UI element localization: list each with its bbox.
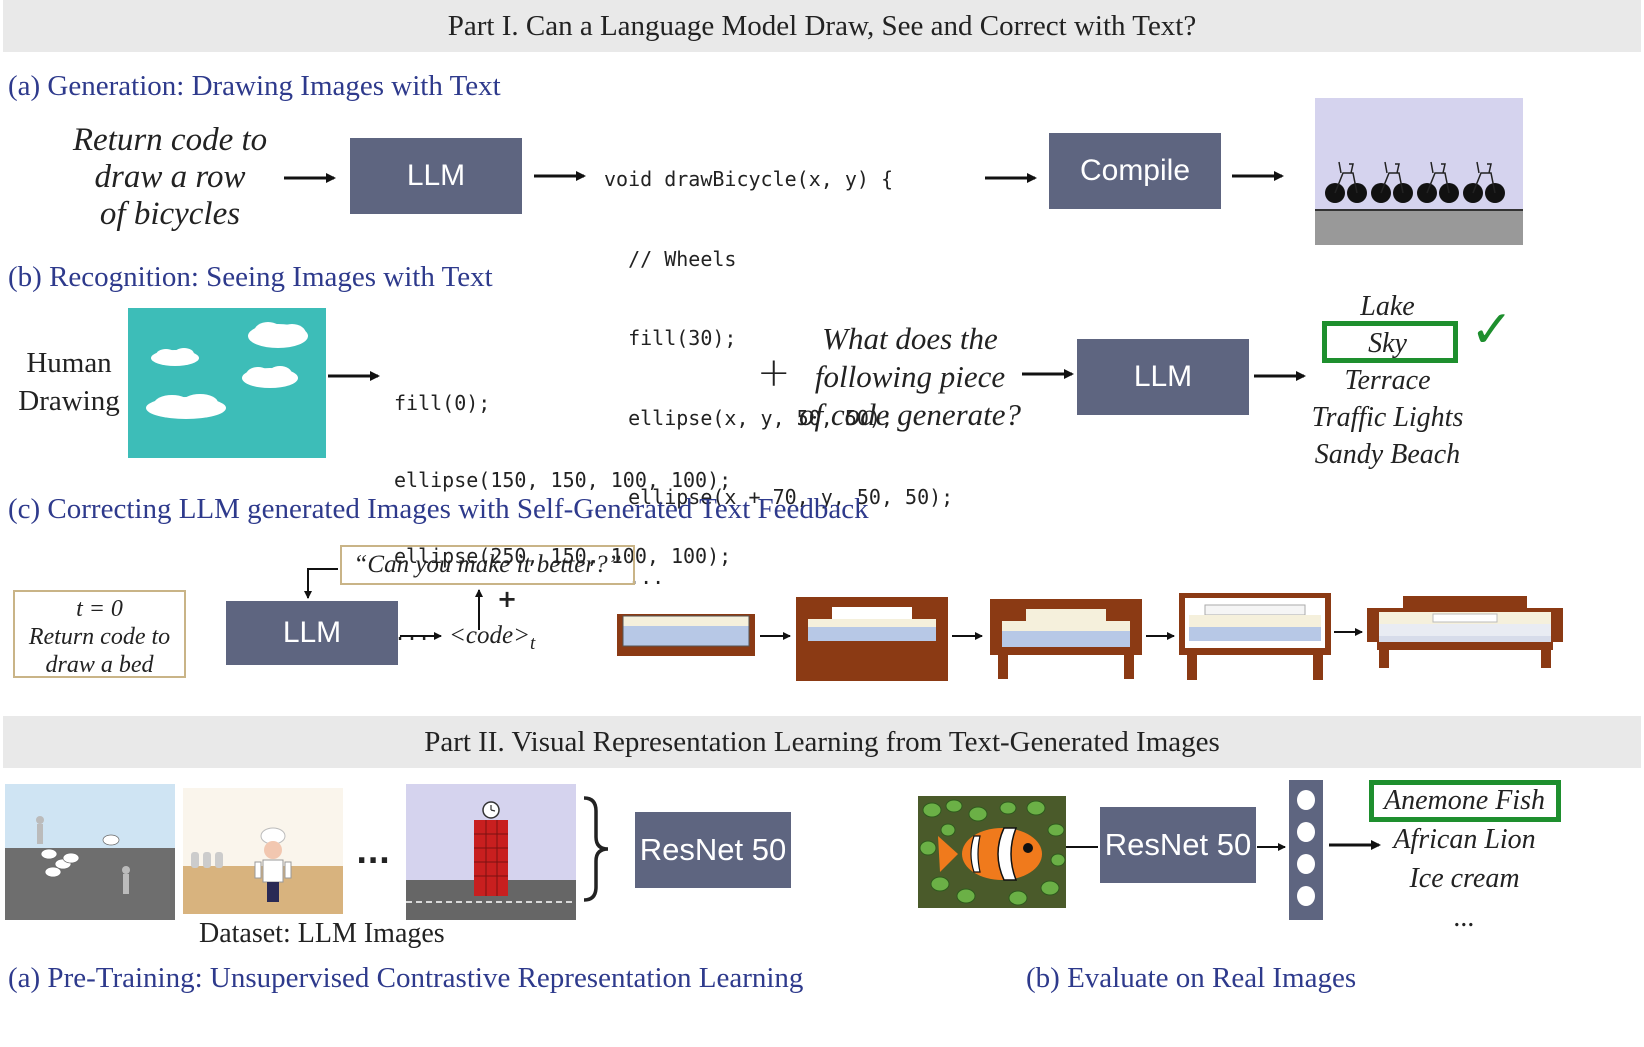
bed-image-step-3 — [990, 599, 1142, 679]
llm-box-generation: LLM — [350, 138, 522, 214]
arrow — [304, 568, 338, 599]
start-line: t = 0 — [76, 596, 123, 622]
code-line: void drawBicycle(x, y) { — [604, 167, 893, 191]
class-item: ... — [1454, 902, 1475, 933]
compile-box: Compile — [1049, 133, 1221, 209]
neuron-node — [1297, 886, 1315, 906]
label-line: Drawing — [18, 385, 120, 417]
bicycle-icon — [1371, 161, 1413, 203]
code-line: fill(30); — [604, 326, 737, 350]
code-line: ellipse(150, 150, 100, 100); — [394, 467, 732, 492]
human-drawing-label: Human Drawing — [10, 344, 128, 420]
recognition-options: Lake Sky Terrace Traffic Lights Sandy Be… — [1290, 288, 1485, 473]
bicycle-icon — [1417, 161, 1459, 203]
option-item-selected: Sky — [1368, 328, 1407, 359]
dataset-image-sheep — [5, 784, 175, 920]
prompt-line: Return code to — [72, 122, 268, 158]
bed-image-step-1 — [617, 614, 755, 656]
llm-box-correction: LLM — [226, 601, 398, 665]
dataset-image-chef — [183, 788, 343, 914]
pretrain-caption: (a) Pre-Training: Unsupervised Contrasti… — [8, 962, 804, 994]
bed-image-step-2 — [796, 597, 948, 681]
recognition-heading: (b) Recognition: Seeing Images with Text — [8, 261, 493, 293]
recognition-code: fill(0); ellipse(150, 150, 100, 100); el… — [394, 340, 731, 672]
resnet-box-eval: ResNet 50 — [1100, 807, 1256, 883]
generation-prompt: Return code to draw a row of bicycles — [55, 122, 285, 233]
prompt-line: draw a row — [94, 159, 246, 195]
code-output-subscript: t — [529, 633, 536, 654]
code-line: fill(0); — [394, 391, 491, 415]
class-item: Ice cream — [1409, 863, 1520, 894]
dataset-image-tower — [406, 784, 576, 920]
question-line: following piece — [814, 359, 1006, 394]
bicycle-icon — [1325, 161, 1367, 203]
human-drawing-image — [128, 308, 326, 458]
label-line: Human — [26, 347, 112, 379]
class-list: Anemone Fish African Lion Ice cream ... — [1368, 781, 1561, 937]
eval-caption: (b) Evaluate on Real Images — [1026, 962, 1357, 994]
dataset-brace — [583, 796, 609, 902]
bed-image-step-5 — [1367, 596, 1563, 668]
llm-box-recognition: LLM — [1077, 339, 1249, 415]
option-item: Terrace — [1344, 365, 1431, 396]
question-line: What does the — [822, 321, 998, 356]
class-item-selected: Anemone Fish — [1384, 785, 1545, 816]
bicycle-icon — [1463, 161, 1505, 203]
dataset-ellipsis: ... — [356, 836, 391, 871]
code-line: ... — [394, 620, 431, 645]
bed-image-step-4 — [1179, 593, 1331, 680]
code-line: ellipse(x, y, 50, 50); — [604, 405, 893, 430]
option-item: Lake — [1360, 291, 1415, 322]
class-item: African Lion — [1393, 824, 1536, 855]
option-item: Sandy Beach — [1314, 439, 1461, 470]
feedback-plus-sign: + — [497, 585, 518, 613]
neuron-node — [1297, 822, 1315, 842]
correction-heading: (c) Correcting LLM generated Images with… — [8, 493, 869, 525]
clownfish-image — [918, 796, 1066, 908]
part2-banner: Part II. Visual Representation Learning … — [3, 716, 1641, 768]
plus-sign: + — [757, 350, 791, 396]
neuron-node — [1297, 854, 1315, 874]
code-output-label: <code>t — [449, 622, 535, 655]
dataset-label: Dataset: LLM Images — [199, 918, 445, 949]
start-line: draw a bed — [45, 652, 154, 678]
checkmark-icon: ✓ — [1470, 300, 1514, 360]
generation-heading: (a) Generation: Drawing Images with Text — [8, 70, 501, 102]
feature-vector — [1289, 780, 1323, 920]
code-line: // Wheels — [604, 246, 737, 271]
part1-banner: Part I. Can a Language Model Draw, See a… — [3, 0, 1641, 52]
resnet-box-pretrain: ResNet 50 — [635, 812, 791, 888]
start-line: Return code to — [28, 624, 171, 650]
generation-code: void drawBicycle(x, y) { // Wheels fill(… — [604, 113, 953, 617]
start-prompt-box: t = 0 Return code to draw a bed — [13, 590, 186, 678]
neuron-node — [1297, 790, 1315, 810]
prompt-line: of bicycles — [99, 196, 241, 232]
selected-option-highlight — [1322, 321, 1458, 363]
recognition-question: What does the following piece of code ge… — [790, 320, 1030, 434]
question-line: of code generate? — [798, 397, 1022, 432]
feedback-box: “Can you make it better?” — [340, 545, 635, 585]
code-output-text: <code> — [449, 622, 530, 649]
selected-class-highlight — [1369, 780, 1561, 822]
option-item: Traffic Lights — [1311, 402, 1464, 433]
code-line: ellipse(x + 70, y, 50, 50); — [604, 485, 954, 509]
bicycles-output-image — [1315, 98, 1523, 245]
